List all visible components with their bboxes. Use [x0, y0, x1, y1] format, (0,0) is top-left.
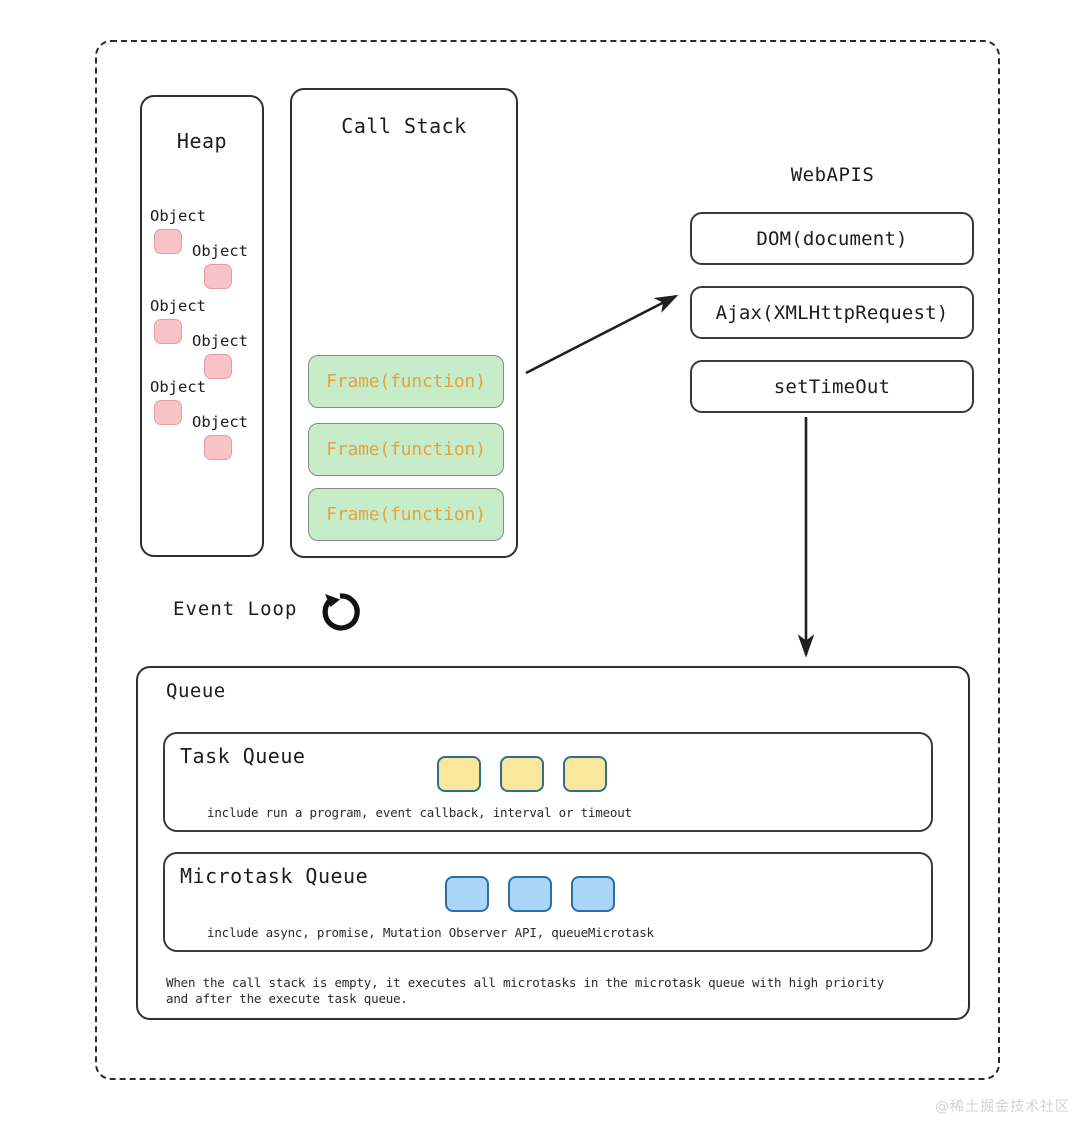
webapi-item-settimeout[interactable]: setTimeOut: [690, 360, 974, 413]
event-loop-label: Event Loop: [173, 598, 298, 620]
microtask-queue-item[interactable]: [508, 876, 552, 912]
heap-object-chip: [204, 264, 232, 289]
task-queue-item[interactable]: [500, 756, 544, 792]
microtask-queue-item[interactable]: [445, 876, 489, 912]
heap-object-label: Object: [192, 332, 248, 350]
microtask-queue-title: Microtask Queue: [180, 864, 369, 888]
watermark: @稀土掘金技术社区: [935, 1099, 1070, 1115]
microtask-queue-item[interactable]: [571, 876, 615, 912]
task-queue-chips: [437, 756, 607, 792]
call-stack-frame[interactable]: Frame(function): [308, 355, 504, 408]
webapis-title: WebAPIS: [790, 164, 875, 186]
heap-object-label: Object: [192, 242, 248, 260]
circular-arrow-icon: [322, 593, 360, 631]
heap-object-label: Object: [150, 207, 206, 225]
call-stack-title: Call Stack: [341, 114, 467, 138]
heap-object-chip: [204, 354, 232, 379]
queue-title: Queue: [166, 680, 226, 702]
call-stack-panel: Call Stack Frame(function) Frame(function…: [290, 88, 518, 558]
queue-panel: [136, 666, 970, 1020]
task-queue-item[interactable]: [437, 756, 481, 792]
microtask-queue-chips: [445, 876, 615, 912]
heap-object-chip: [154, 319, 182, 344]
webapi-item-ajax[interactable]: Ajax(XMLHttpRequest): [690, 286, 974, 339]
task-queue-note: include run a program, event callback, i…: [207, 805, 632, 820]
heap-object-label: Object: [150, 378, 206, 396]
microtask-queue-note: include async, promise, Mutation Observe…: [207, 925, 654, 940]
webapi-item-dom[interactable]: DOM(document): [690, 212, 974, 265]
heap-object-chip: [154, 229, 182, 254]
task-queue-title: Task Queue: [180, 744, 306, 768]
task-queue-item[interactable]: [563, 756, 607, 792]
heap-object-chip: [204, 435, 232, 460]
js-runtime-boundary: [95, 40, 1000, 1080]
heap-object-label: Object: [192, 413, 248, 431]
call-stack-frame[interactable]: Frame(function): [308, 423, 504, 476]
heap-object-label: Object: [150, 297, 206, 315]
task-queue-panel: Task Queue include run a program, event …: [163, 732, 933, 832]
queue-footnote: When the call stack is empty, it execute…: [166, 975, 884, 1006]
heap-object-chip: [154, 400, 182, 425]
microtask-queue-panel: Microtask Queue include async, promise, …: [163, 852, 933, 952]
heap-title: Heap: [176, 129, 228, 153]
call-stack-frame[interactable]: Frame(function): [308, 488, 504, 541]
